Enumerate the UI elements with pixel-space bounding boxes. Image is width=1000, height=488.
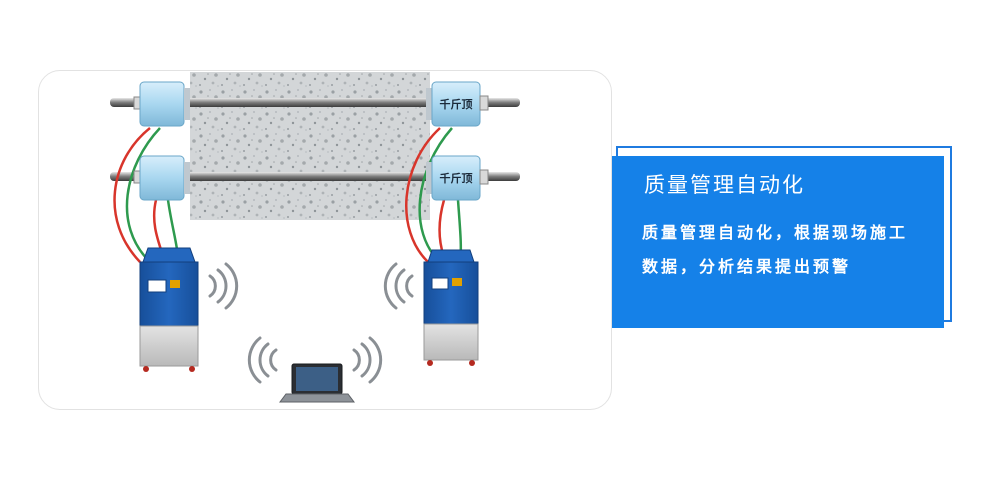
jack-label-lower: 千斤顶 — [440, 171, 473, 185]
callout-panel: 质量管理自动化 质量管理自动化，根据现场施工数据，分析结果提出预警 — [612, 156, 944, 328]
lower-strand — [110, 172, 520, 181]
wireless-signal-left-cabinet — [208, 262, 239, 310]
callout-title: 质量管理自动化 — [644, 173, 805, 197]
wireless-signal-laptop-left — [247, 336, 278, 384]
jack-upper-left — [133, 81, 190, 127]
wireless-signal-right-cabinet — [383, 262, 414, 310]
wireless-signal-laptop-right — [352, 336, 383, 384]
jack-lower-left — [133, 155, 190, 201]
laptop-icon — [279, 363, 355, 403]
upper-strand — [110, 98, 520, 107]
callout-body: 质量管理自动化，根据现场施工数据，分析结果提出预警 — [642, 223, 909, 276]
concrete-beam — [190, 72, 430, 220]
pump-cabinet-left — [139, 247, 199, 372]
jack-upper-right: 千斤顶 — [426, 81, 489, 127]
jack-lower-right: 千斤顶 — [426, 155, 489, 201]
pump-cabinet-right — [423, 249, 479, 366]
jack-label-upper: 千斤顶 — [440, 97, 473, 111]
